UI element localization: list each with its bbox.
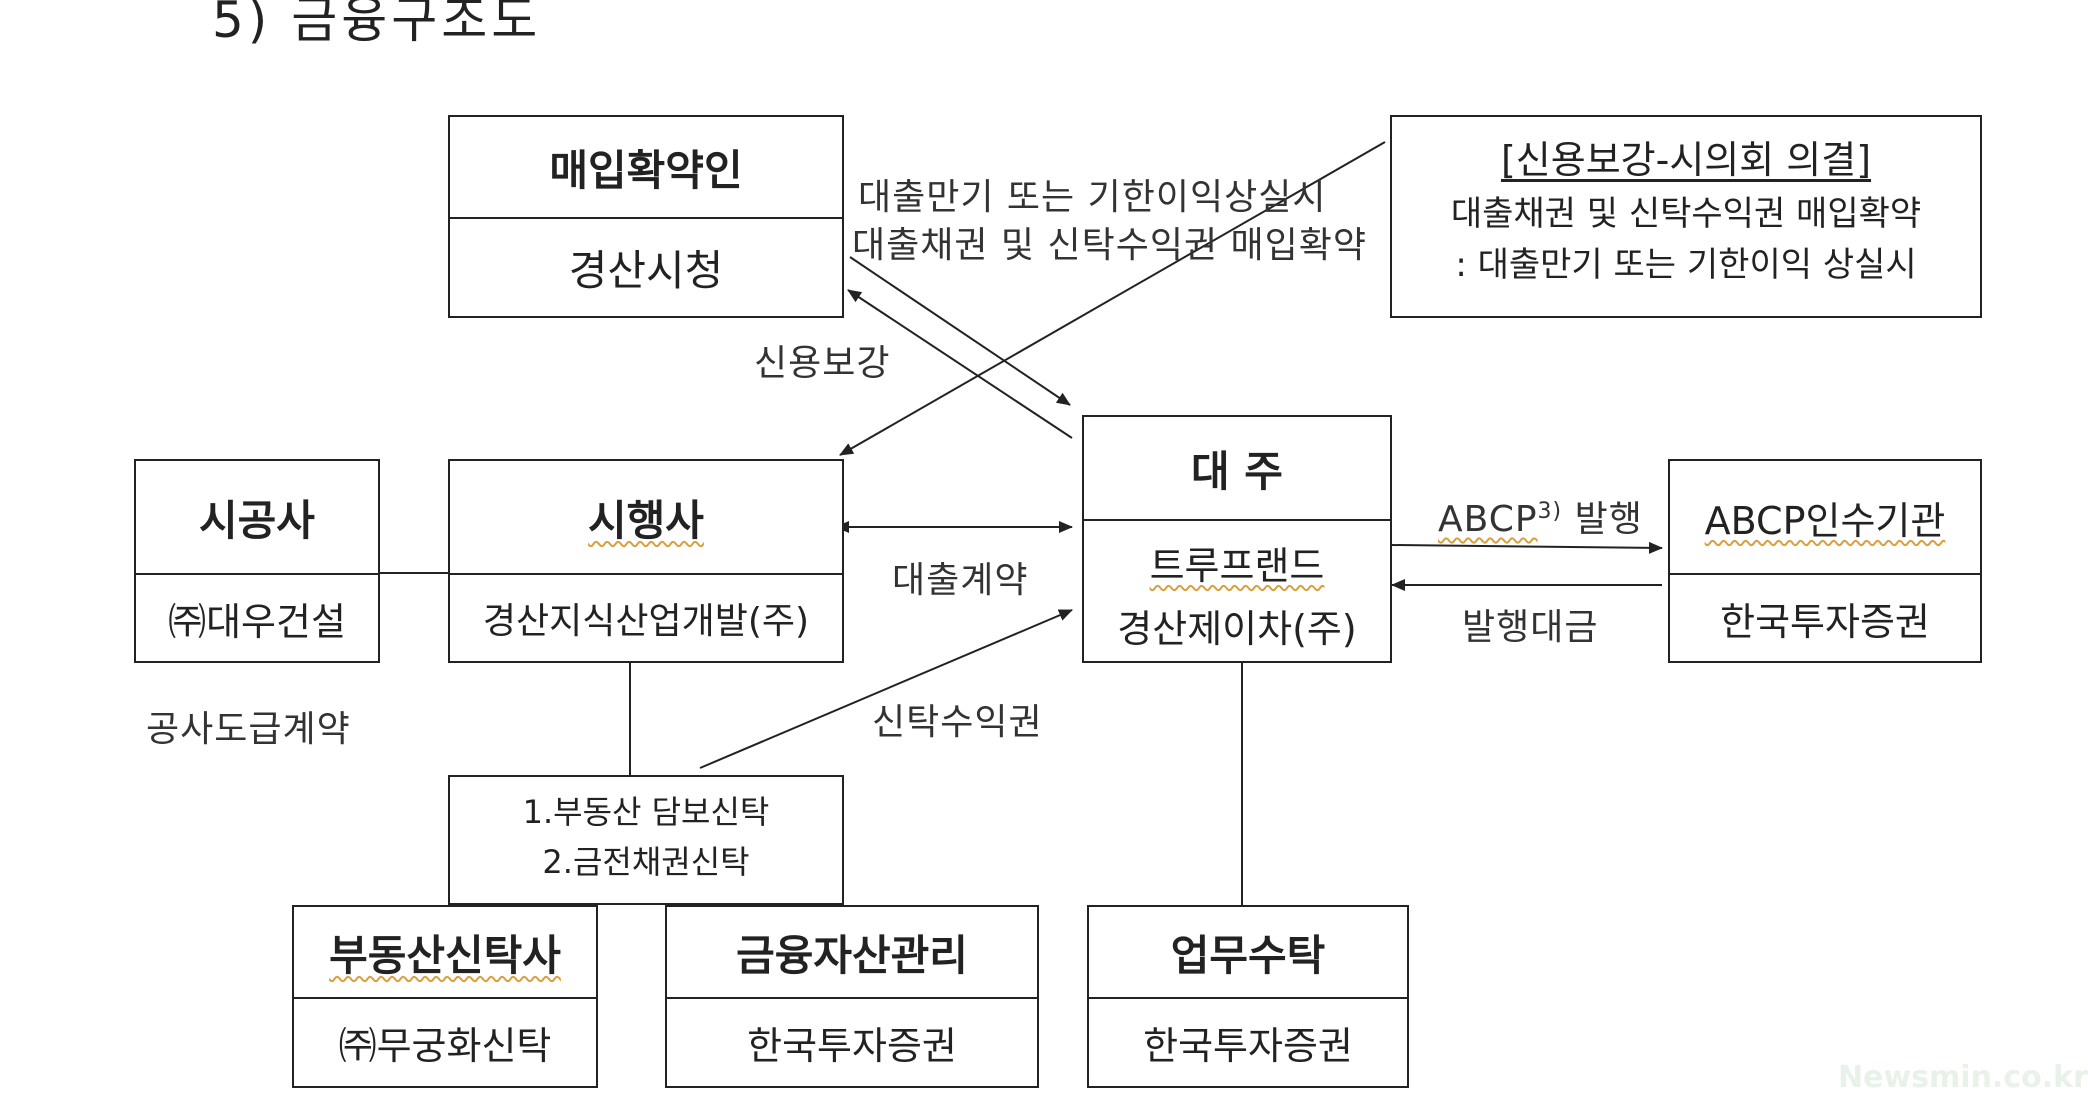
label-purchase-line2: 대출채권 및 신탁수익권 매입확약 xyxy=(852,225,1368,266)
abcp-buyer-title-text: ABCP인수기관 xyxy=(1704,498,1946,543)
arrow-abcp-issue xyxy=(1391,541,1663,554)
constructor-box: 시공사 ㈜대우건설 xyxy=(134,459,380,663)
consign-box: 업무수탁 한국투자증권 xyxy=(1087,905,1409,1088)
council-box: [신용보강-시의회 의결] 대출채권 및 신탁수익권 매입확약 : 대출만기 또… xyxy=(1390,115,1982,318)
abcp-buyer-title: ABCP인수기관 xyxy=(1670,461,1980,573)
lender-sub2: 경산제이차(주) xyxy=(1117,606,1357,651)
asset-mgmt-sub: 한국투자증권 xyxy=(667,997,1037,1086)
label-issue-proceeds: 발행대금 xyxy=(1462,607,1599,648)
trust-types-line2: 2.금전채권신탁 xyxy=(542,843,750,881)
label-abcp-issue-tail: 발행 xyxy=(1562,499,1643,540)
trust-company-box: 부동산신탁사 ㈜무궁화신탁 xyxy=(292,905,598,1088)
buyer-box: 매입확약인 경산시청 xyxy=(448,115,844,318)
trust-types-line1: 1.부동산 담보신탁 xyxy=(522,793,770,831)
council-line2: : 대출만기 또는 기한이익 상실시 xyxy=(1455,244,1917,285)
label-abcp-issue: ABCP3) 발행 xyxy=(1438,490,1643,542)
trust-company-title: 부동산신탁사 xyxy=(294,907,596,997)
label-abcp-issue-main: ABCP xyxy=(1438,499,1538,540)
label-construction-contract: 공사도급계약 xyxy=(146,709,351,750)
developer-box: 시행사 경산지식산업개발(주) xyxy=(448,459,844,663)
constructor-sub: ㈜대우건설 xyxy=(136,573,378,661)
trust-company-sub: ㈜무궁화신탁 xyxy=(294,997,596,1086)
watermark: Newsmin.co.kr xyxy=(1838,1060,2088,1095)
lender-box: 대 주 트루프랜드 경산제이차(주) xyxy=(1082,415,1392,663)
asset-mgmt-box: 금융자산관리 한국투자증권 xyxy=(665,905,1039,1088)
council-title-text: [신용보강-시의회 의결] xyxy=(1500,137,1872,182)
label-loan-contract: 대출계약 xyxy=(892,560,1029,601)
lender-sub1: 트루프랜드 xyxy=(1084,519,1390,589)
lender-sub1-text: 트루프랜드 xyxy=(1149,543,1325,588)
council-title: [신용보강-시의회 의결] xyxy=(1392,129,1980,183)
label-purchase-line1: 대출만기 또는 기한이익상실시 xyxy=(858,177,1327,218)
abcp-buyer-box: ABCP인수기관 한국투자증권 xyxy=(1668,459,1982,663)
trust-company-title-text: 부동산신탁사 xyxy=(329,930,561,980)
developer-title: 시행사 xyxy=(450,461,842,573)
label-abcp-issue-sup: 3) xyxy=(1537,499,1563,524)
consign-title: 업무수탁 xyxy=(1170,930,1326,980)
lender-title: 대 주 xyxy=(1191,446,1283,496)
label-trust-beneficiary: 신탁수익권 xyxy=(872,702,1043,743)
abcp-buyer-sub: 한국투자증권 xyxy=(1670,573,1980,661)
label-credit-enhancement: 신용보강 xyxy=(754,343,891,384)
trust-types-box: 1.부동산 담보신탁 2.금전채권신탁 xyxy=(448,775,844,905)
developer-title-text: 시행사 xyxy=(588,495,704,545)
buyer-title: 매입확약인 xyxy=(549,145,743,195)
constructor-title: 시공사 xyxy=(199,495,315,545)
council-line1: 대출채권 및 신탁수익권 매입확약 xyxy=(1450,193,1922,234)
developer-sub: 경산지식산업개발(주) xyxy=(450,573,842,661)
buyer-sub: 경산시청 xyxy=(450,217,842,316)
page-title: 5) 금융구조도 xyxy=(212,0,542,49)
asset-mgmt-title: 금융자산관리 xyxy=(736,930,968,980)
consign-sub: 한국투자증권 xyxy=(1089,997,1407,1086)
